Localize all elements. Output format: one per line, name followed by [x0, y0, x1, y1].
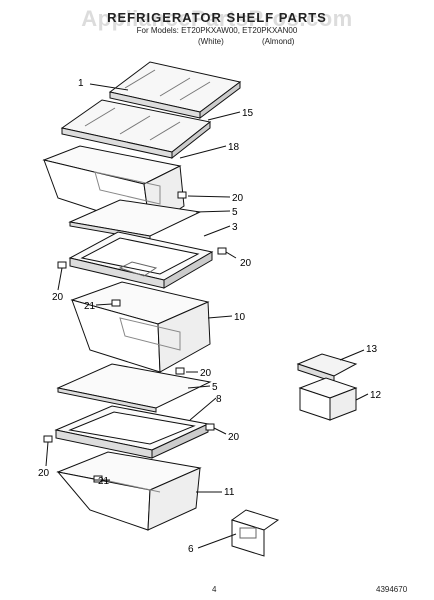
model-numbers: For Models: ET20PKXAW00, ET20PKXAN00: [136, 26, 298, 35]
callout-20-f: 20: [38, 468, 50, 479]
part-11-crisper-pan: [56, 451, 202, 531]
callout-labels: 1 15 18 20 5 3 20 20 21 10 20 5 8 20 20 …: [38, 78, 382, 555]
callout-3: 3: [232, 222, 238, 233]
callout-5-a: 5: [232, 207, 238, 218]
callout-20-a: 20: [232, 193, 244, 204]
page-number: 4: [212, 585, 217, 594]
callout-20-d: 20: [200, 368, 212, 379]
page-title: REFRIGERATOR SHELF PARTS: [107, 10, 327, 25]
callout-12: 12: [370, 390, 382, 401]
callout-15: 15: [242, 108, 254, 119]
part-3-cover-frame-upper: [68, 231, 214, 289]
callout-1: 1: [78, 78, 84, 89]
part-8-cover-frame-lower: [54, 405, 210, 459]
part-13-bin-lid: [296, 353, 358, 383]
part-15-glass-shelf: [60, 99, 212, 160]
callout-20-b: 20: [240, 258, 252, 269]
callout-11: 11: [224, 487, 235, 498]
part-10-crisper-pan: [70, 281, 211, 373]
part-20-clip-icons: [43, 191, 227, 483]
part-1-glass-shelf: [108, 61, 242, 119]
callout-13: 13: [366, 344, 378, 355]
callout-8: 8: [216, 394, 222, 405]
callout-21-a: 21: [84, 301, 96, 312]
document-number: 4394670: [376, 585, 408, 594]
leader-lines: [45, 83, 369, 549]
part-12-bin: [298, 377, 358, 421]
variant-white: (White): [198, 37, 224, 46]
watermark: AppliancePartsPros.com: [81, 6, 353, 31]
callout-21-b: 21: [98, 476, 110, 487]
variant-almond: (Almond): [262, 37, 295, 46]
callout-5-b: 5: [212, 382, 218, 393]
callout-6: 6: [188, 544, 194, 555]
callout-20-c: 20: [52, 292, 64, 303]
part-6-label-insert: [230, 509, 280, 557]
callout-18: 18: [228, 142, 240, 153]
part-5-cover-glass-lower: [56, 363, 212, 413]
callout-10: 10: [234, 312, 246, 323]
callout-20-e: 20: [228, 432, 240, 443]
